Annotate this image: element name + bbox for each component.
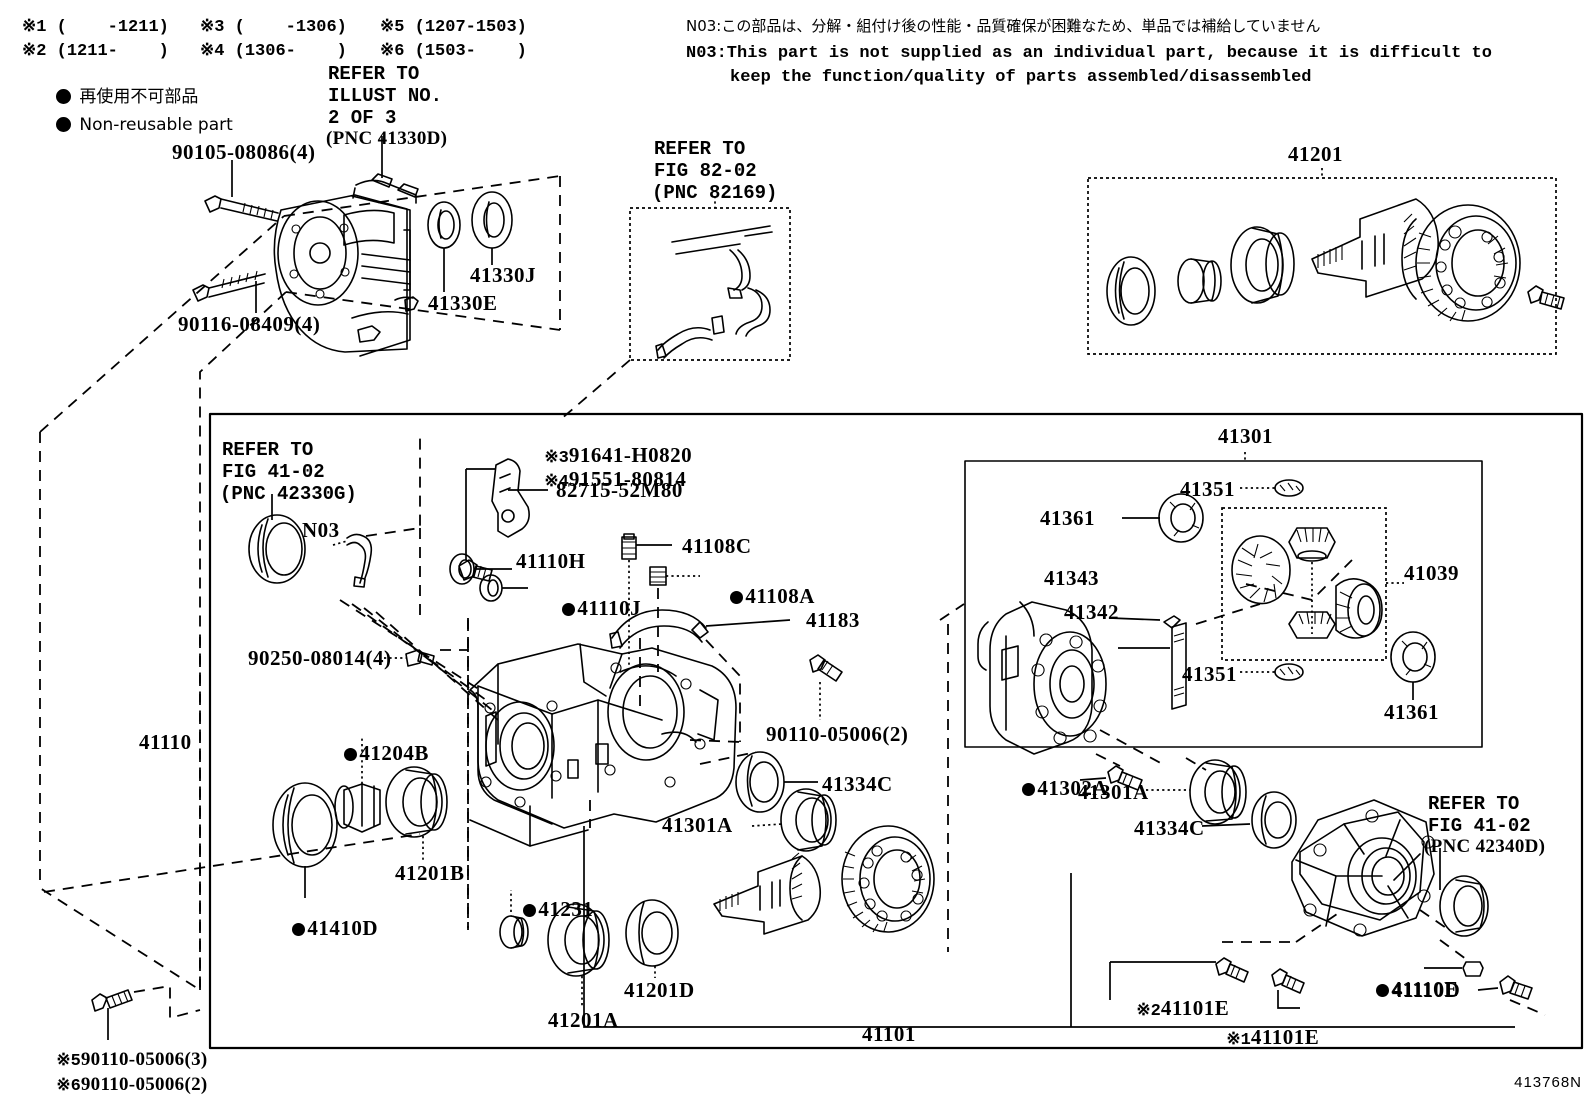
callout-41101: 41101: [862, 1022, 916, 1046]
callout-41361-bottom: 41361: [1384, 700, 1439, 724]
nonreusable-dot-41108A-icon: [730, 590, 744, 604]
callout-41108A: 41108A: [745, 583, 815, 608]
legend-nonreusable-jp: 再使用不可部品: [79, 86, 199, 107]
footnote-6-row: ※690110-05006(2): [18, 1055, 208, 1116]
legend-mark-2: ※2 (1211- ): [22, 42, 169, 61]
ref-fig4102R-line2: FIG 41-02: [1428, 815, 1531, 837]
callout-91551-80814-row: ※491551-80814: [506, 448, 686, 512]
callout-41101E-2-row: ※241101E: [1098, 977, 1229, 1041]
callout-41039: 41039: [1404, 561, 1459, 585]
ref-fig4102R-line1: REFER TO: [1428, 793, 1520, 815]
callout-41110H: 41110H: [516, 549, 586, 573]
callout-41108A-row: 41108A: [692, 565, 815, 628]
callout-41204B-row: 41204B: [306, 722, 429, 785]
nonreusable-bullet-icon-2: [56, 116, 72, 132]
callout-41110J-row: 41110J: [524, 577, 641, 640]
legend-mark-1: ※1 ( -1211): [22, 18, 169, 37]
callout-41301: 41301: [1218, 424, 1273, 448]
callout-41351-top: 41351: [1180, 477, 1235, 501]
legend-mark-3: ※3 ( -1306): [200, 18, 347, 37]
drawing-number: 413768N: [1514, 1074, 1582, 1091]
callout-41110E-row: 41110E: [1338, 958, 1459, 1021]
ref-illust-line3: 2 OF 3: [328, 107, 397, 129]
ref-fig8202-pnc: (PNC 82169): [652, 182, 778, 204]
legend-nonreusable-jp-row: 再使用不可部品: [18, 68, 198, 127]
callout-41361-top: 41361: [1040, 506, 1095, 530]
callout-41201A: 41201A: [548, 1008, 619, 1032]
callout-90105-08086: 90105-08086(4): [172, 140, 316, 164]
mark-3-prefix: ※3: [544, 448, 569, 468]
nonreusable-bullet-icon: [56, 88, 72, 104]
callout-41410D: 41410D: [307, 915, 379, 940]
callout-41301A-right: 41301A: [1078, 780, 1149, 804]
legend-mark-6: ※6 (1503- ): [380, 42, 527, 61]
callout-41301A-left: 41301A: [662, 813, 733, 837]
callout-41342: 41342: [1064, 600, 1119, 624]
callout-41410D-row: 41410D: [254, 897, 378, 960]
callout-41108C: 41108C: [682, 534, 752, 558]
ref-illust-line2: ILLUST NO.: [328, 85, 443, 107]
callout-41351-bottom: 41351: [1182, 662, 1237, 686]
callout-41110J: 41110J: [577, 595, 642, 620]
callout-90116-08409: 90116-08409(4): [178, 312, 321, 336]
callout-91551-80814: 91551-80814: [568, 466, 687, 491]
legend-mark-4: ※4 (1306- ): [200, 42, 347, 61]
callout-91641-H0820: 91641-H0820: [568, 442, 693, 467]
callout-41334C-right: 41334C: [1134, 816, 1205, 840]
note-n03-en-line1: N03:This part is not supplied as an indi…: [686, 44, 1492, 63]
ref-fig8202-line2: FIG 82-02: [654, 160, 757, 182]
nonreusable-dot-41231-icon: [523, 903, 537, 917]
nonreusable-dot-41110J-icon: [562, 602, 576, 616]
ref-fig8202-line1: REFER TO: [654, 138, 746, 160]
footnote-6-number: 90110-05006(2): [80, 1073, 208, 1095]
nonreusable-dot-41204B-icon: [344, 747, 358, 761]
ref-fig4102R-pnc: (PNC 42340D): [1424, 836, 1546, 857]
footnote-5-row: ※590110-05006(3): [18, 1030, 208, 1091]
ref-fig4102L-line2: FIG 41-02: [222, 461, 325, 483]
callout-41110D: 41110D: [1392, 978, 1461, 1002]
mark-5-prefix: ※5: [56, 1051, 81, 1071]
callout-82715-52M80: 82715-52M80: [556, 478, 683, 502]
ref-fig4102L-pnc: (PNC 42330G): [220, 483, 357, 505]
footnote-5-number: 90110-05006(3): [80, 1048, 208, 1070]
callout-41201: 41201: [1288, 142, 1343, 166]
callout-41110E: 41110E: [1391, 976, 1459, 1001]
nonreusable-dot-41302A-icon: [1022, 782, 1036, 796]
callout-90110-05006-2: 90110-05006(2): [766, 722, 909, 746]
mark-2-prefix: ※2: [1136, 1001, 1161, 1021]
ref-fig4102L-line1: REFER TO: [222, 439, 314, 461]
ref-illust-line1: REFER TO: [328, 63, 420, 85]
mark-4-prefix: ※4: [544, 472, 569, 492]
legend-nonreusable-en: Non-reusable part: [79, 114, 233, 135]
legend-mark-5: ※5 (1207-1503): [380, 18, 527, 37]
callout-41231-row: 41231: [485, 878, 593, 941]
callout-N03: N03: [302, 518, 340, 542]
callout-41343: 41343: [1044, 566, 1099, 590]
callout-41204B: 41204B: [359, 740, 429, 765]
callout-41330E: 41330E: [428, 291, 498, 315]
callout-41101E-1: 41101E: [1250, 1024, 1320, 1049]
callout-90250-08014: 90250-08014(4): [248, 646, 392, 670]
callout-41101E-1-row: ※141101E: [1188, 1006, 1319, 1070]
ref-illust-pnc: (PNC 41330D): [326, 128, 448, 149]
callout-41334C-left: 41334C: [822, 772, 893, 796]
callout-41201D: 41201D: [624, 978, 695, 1002]
callout-41302A: 41302A: [1037, 775, 1109, 800]
callout-41183: 41183: [806, 608, 860, 632]
callout-91641-H0820-row: ※391641-H0820: [506, 424, 692, 488]
mark-1-prefix: ※1: [1226, 1030, 1251, 1050]
callout-41330J: 41330J: [470, 263, 536, 287]
nonreusable-dot-41110E-icon: [1376, 983, 1390, 997]
note-n03-en-line2: keep the function/quality of parts assem…: [730, 68, 1312, 87]
mark-6-prefix: ※6: [56, 1076, 81, 1096]
callout-41231: 41231: [538, 896, 594, 921]
note-n03-jp: N03:この部品は、分解・組付け後の性能・品質確保が困難なため、単品では補給して…: [686, 17, 1321, 35]
callout-41101E-2: 41101E: [1160, 995, 1230, 1020]
legend-nonreusable-en-row: Non-reusable part: [18, 96, 233, 155]
nonreusable-dot-41410D-icon: [292, 922, 306, 936]
callout-41302A-row: 41302A: [984, 757, 1108, 820]
callout-41110: 41110: [139, 730, 192, 754]
callout-41201B: 41201B: [395, 861, 465, 885]
